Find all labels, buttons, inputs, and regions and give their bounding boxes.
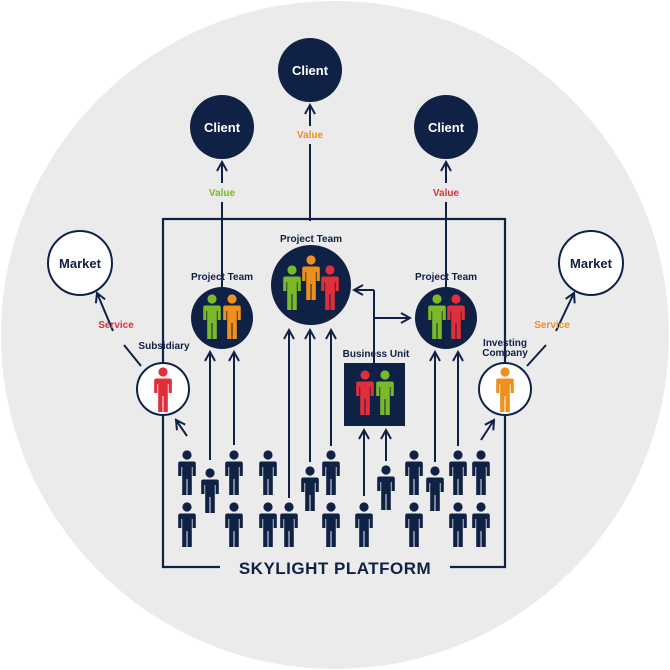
client-left-label: Client (204, 120, 241, 135)
market-right-label: Market (570, 256, 613, 271)
project-team-left-node (191, 287, 253, 349)
market-right-node: Market (558, 230, 624, 296)
client-left-node: Client (190, 95, 254, 159)
platform-frame (161, 217, 507, 569)
project-team-center-label: Project Team (280, 234, 342, 245)
service-label-right: Service (534, 320, 570, 331)
client-right-label: Client (428, 120, 465, 135)
service-label-left: Service (98, 320, 134, 331)
client-top-label: Client (292, 63, 329, 78)
platform-label: SKYLIGHT PLATFORM (239, 559, 431, 578)
value-label-top: Value (297, 130, 324, 141)
investing-company-label-line1: Investing (483, 338, 527, 349)
business-unit-links (354, 290, 410, 363)
client-right-node: Client (414, 95, 478, 159)
investing-company-node (478, 362, 532, 416)
project-team-center-node (271, 245, 351, 325)
value-label-left: Value (209, 188, 236, 199)
value-label-right: Value (433, 188, 460, 199)
subsidiary-label: Subsidiary (138, 341, 190, 352)
market-left-label: Market (59, 256, 102, 271)
project-team-left-label: Project Team (191, 272, 253, 283)
investing-company-label-line2: Company (482, 348, 528, 359)
market-left-node: Market (47, 230, 113, 296)
business-unit-node (344, 363, 405, 426)
output-arrows (97, 105, 574, 367)
client-top-node: Client (278, 38, 342, 102)
subsidiary-node (136, 362, 190, 416)
business-unit-label: Business Unit (343, 349, 410, 360)
upward-arrows (176, 330, 494, 498)
project-team-right-node (415, 287, 477, 349)
project-team-right-label: Project Team (415, 272, 477, 283)
